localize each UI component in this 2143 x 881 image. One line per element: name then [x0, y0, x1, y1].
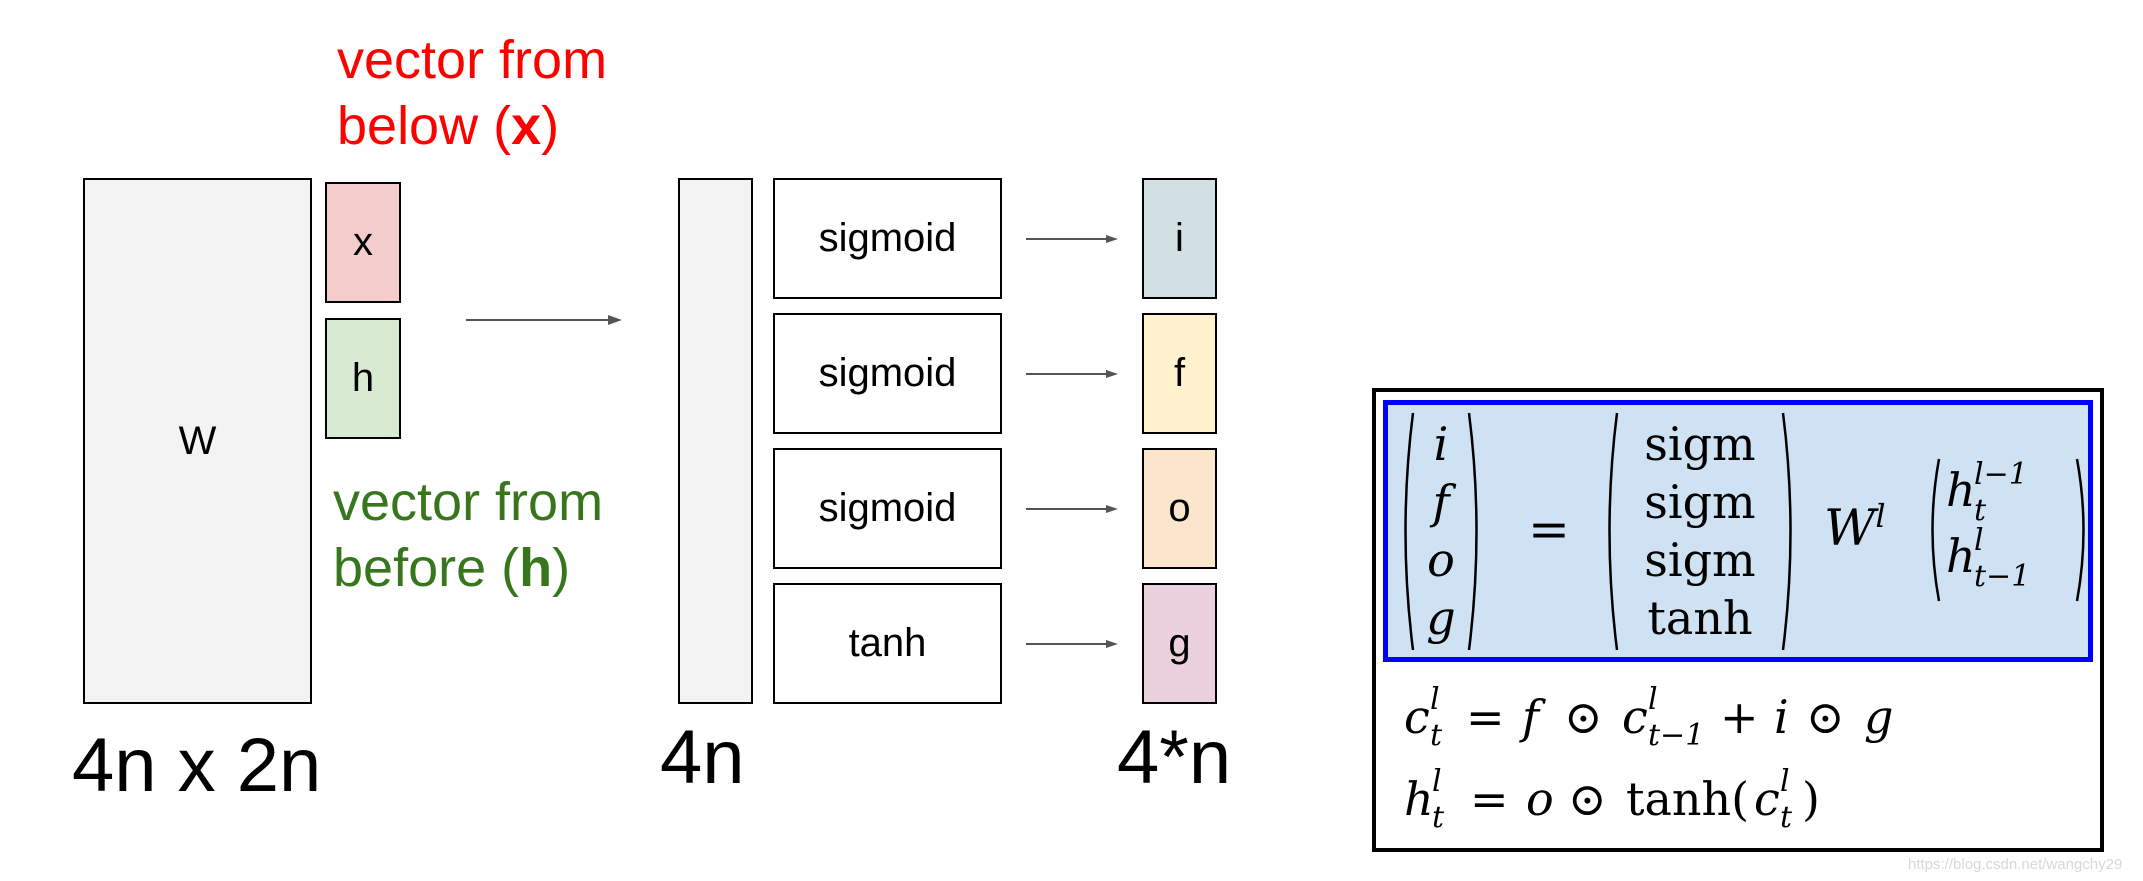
function-vector: sigm sigm sigm tanh — [1600, 409, 1800, 654]
lhs-vector: i f o g — [1396, 409, 1486, 654]
right-paren-icon — [1781, 412, 1792, 651]
gate-arrow — [1026, 639, 1118, 648]
lhs-entries: i f o g — [1416, 415, 1466, 647]
gate-equals: = — [1528, 500, 1570, 558]
gate-output-label: i — [1175, 216, 1184, 260]
gate-function-box: sigmoid — [773, 448, 1002, 569]
gate-output-label: o — [1168, 486, 1191, 530]
gate-arrow — [1026, 504, 1118, 513]
equation-panel: i f o g = sigm sigm sigm tanh Wl — [1372, 388, 2104, 852]
x-caption-line1: vector from — [337, 30, 608, 90]
function-entry: tanh — [1647, 591, 1753, 645]
lhs-entry-g: g — [1426, 591, 1456, 645]
gate-arrow — [1026, 369, 1118, 378]
gate-function-label: sigmoid — [818, 486, 957, 530]
left-paren-icon — [1931, 458, 1941, 602]
x-caption: vector from below (x) — [337, 27, 607, 159]
weight-matrix-dimension: 4n x 2n — [72, 723, 322, 808]
function-entries: sigm sigm sigm tanh — [1618, 415, 1782, 647]
left-paren-icon — [1404, 412, 1415, 651]
hidden-input-vector: h l−1 t h l t−1 — [1924, 455, 2092, 605]
output-dimension: 4*n — [1117, 715, 1232, 800]
h-caption-line1: vector from — [333, 472, 604, 532]
gate-output-label: f — [1173, 351, 1186, 395]
lhs-entry-f: f — [1432, 475, 1450, 529]
hidden-input-top: h l−1 t — [1946, 457, 2028, 528]
gate-function-box: sigmoid — [773, 178, 1002, 299]
gate-function-box: tanh — [773, 583, 1002, 704]
gate-output-label: g — [1168, 621, 1191, 665]
hidden-update-equation: h l t = o ⊙ tanh( c l t ) — [1404, 764, 1820, 835]
main-arrow — [466, 315, 622, 325]
pre-activation-dimension: 4n — [660, 715, 745, 800]
lhs-entry-i: i — [1433, 417, 1449, 471]
weight-symbol: Wl — [1824, 497, 1886, 557]
right-paren-icon — [2075, 458, 2085, 602]
gate-output-box: i — [1142, 178, 1217, 299]
function-entry: sigm — [1644, 533, 1756, 587]
left-paren-icon — [1608, 412, 1619, 651]
watermark: https://blog.csdn.net/wangchy29 — [1908, 856, 2123, 873]
function-entry: sigm — [1644, 417, 1756, 471]
gate-output-box: g — [1142, 583, 1217, 704]
gate-function-label: tanh — [848, 621, 927, 665]
lhs-entry-o: o — [1427, 533, 1455, 587]
gate-output-box: o — [1142, 448, 1217, 569]
x-vector-label: x — [353, 220, 373, 264]
gate-arrow — [1026, 234, 1118, 243]
gate-function-label: sigmoid — [818, 351, 957, 395]
weight-matrix-label: W — [178, 418, 217, 463]
h-vector-label: h — [351, 356, 375, 400]
gate-function-box: sigmoid — [773, 313, 1002, 434]
gate-equation-highlight: i f o g = sigm sigm sigm tanh Wl — [1383, 400, 2093, 662]
x-vector-box: x — [325, 182, 401, 303]
gate-output-box: f — [1142, 313, 1217, 434]
hidden-input-entries: h l−1 t h l t−1 — [1946, 457, 2076, 594]
gate-function-label: sigmoid — [818, 216, 957, 260]
h-vector-box: h — [325, 318, 401, 439]
h-caption-line2: before (h) — [333, 538, 571, 598]
pre-activation-column — [678, 178, 753, 704]
weight-matrix-box: W — [83, 178, 312, 704]
function-entry: sigm — [1644, 475, 1756, 529]
h-caption: vector from before (h) — [333, 469, 603, 601]
right-paren-icon — [1467, 412, 1478, 651]
x-caption-line2: below (x) — [337, 96, 560, 156]
hidden-input-bottom: h l t−1 — [1946, 523, 2031, 594]
cell-update-equation: c l t = f ⊙ c l t−1 + i ⊙ g — [1404, 682, 1894, 753]
